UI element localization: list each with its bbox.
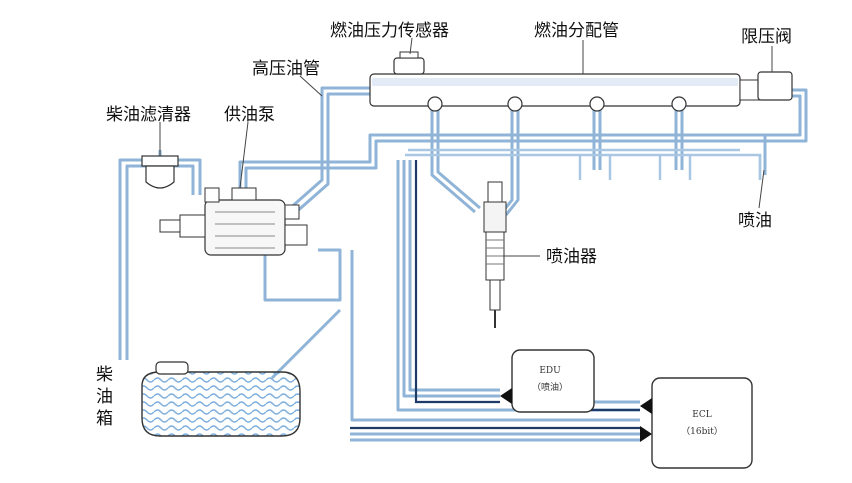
edu-title: EDU [539, 366, 561, 376]
diesel-filter-label: 柴油滤清器 [106, 105, 191, 125]
fuel-lines [118, 86, 808, 442]
fuel-rail [369, 73, 761, 107]
injector [483, 181, 507, 328]
supply-pump [159, 187, 308, 256]
fuel-rail-label: 燃油分配管 [534, 21, 619, 41]
tank-label-1: 柴 [96, 365, 113, 385]
injector-label: 喷油器 [546, 247, 597, 267]
pressure-limiter-label: 限压阀 [741, 27, 792, 47]
diesel-filter [141, 155, 179, 189]
ecu-box: ECL （16bit） [640, 377, 753, 469]
pressure-sensor [393, 51, 425, 75]
ecu-arrow-bottom-icon [640, 426, 652, 442]
edu-box: EDU （喷油） [500, 349, 595, 413]
ecu-arrow-top-icon [640, 398, 652, 414]
pressure-limiter-valve [757, 71, 793, 101]
edu-subtitle: （喷油） [532, 381, 568, 393]
supply-pump-label: 供油泵 [224, 105, 275, 125]
leader-lines [159, 37, 773, 257]
tank-label-3: 箱 [96, 409, 113, 429]
ecu-title: ECL [692, 410, 711, 420]
hp-pipe-label: 高压油管 [252, 59, 320, 79]
edu-arrow-icon [500, 388, 512, 404]
rail-outlets [427, 96, 687, 112]
ecu-subtitle: （16bit） [681, 426, 723, 437]
tank-label-2: 油 [96, 387, 113, 407]
injection-label: 喷油 [738, 211, 772, 231]
fuel-tank [141, 361, 301, 437]
pressure-sensor-label: 燃油压力传感器 [330, 21, 449, 41]
